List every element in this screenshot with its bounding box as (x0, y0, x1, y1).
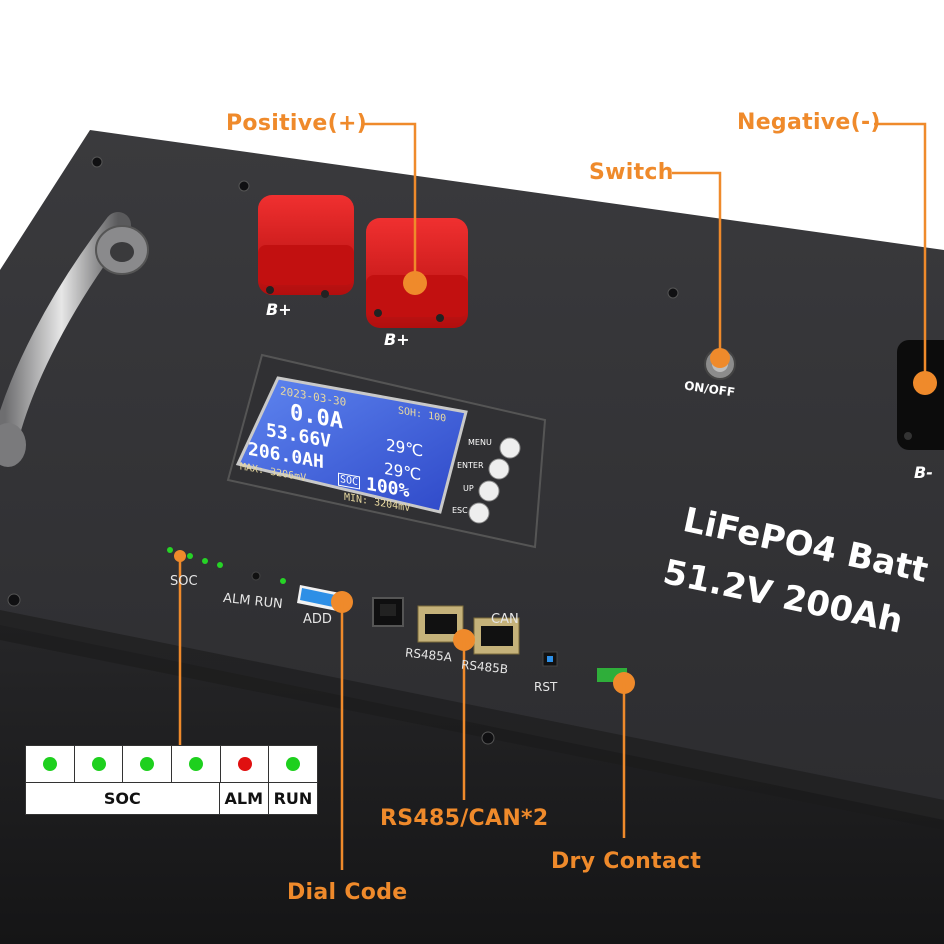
led-cell (269, 746, 317, 782)
dial-code-switch (297, 585, 353, 613)
power-switch (704, 348, 736, 380)
led-cell (172, 746, 221, 782)
led-indicator (91, 757, 106, 771)
rst-button (542, 651, 558, 667)
bplus-label-1: B+ (266, 300, 292, 319)
led-indicator (42, 757, 57, 771)
rj45-port-b (473, 617, 520, 655)
led-label-row: SOC ALM RUN (26, 783, 317, 814)
callout-dial-code: Dial Code (287, 880, 408, 905)
led-cell (123, 746, 173, 782)
lcd-temp1: 29℃ (386, 435, 424, 461)
lcd-button-up-label: UP (463, 484, 474, 493)
screws (7, 156, 679, 745)
led-row (26, 746, 317, 783)
battery-front-face (0, 625, 944, 944)
callout-rs485-can: RS485/CAN*2 (380, 806, 549, 831)
callout-lines (178, 122, 927, 870)
lcd-screen-bg (235, 376, 468, 514)
bplus-label-2: B+ (384, 330, 410, 349)
lcd-button-menu-label: MENU (468, 438, 492, 447)
panel-can-label: CAN (491, 612, 519, 627)
led-indicator (237, 757, 252, 771)
led-cell (75, 746, 124, 782)
panel-add-label: ADD (303, 612, 332, 627)
carry-handle (0, 212, 149, 467)
lcd-button-esc-label: ESC (452, 506, 468, 515)
callout-negative: Negative(-) (737, 110, 881, 135)
led-cell (221, 746, 270, 782)
positive-terminal-2 (366, 218, 468, 328)
led-label-soc: SOC (26, 783, 220, 814)
led-label-alm: ALM (220, 783, 269, 814)
led-indicator (286, 757, 301, 771)
rj11-port (372, 597, 404, 627)
led-label-run: RUN (273, 789, 313, 808)
lcd-button-enter-label: ENTER (457, 461, 484, 470)
callout-positive: Positive(+) (226, 111, 368, 136)
led-indicator (140, 757, 155, 771)
bminus-label: B- (914, 463, 933, 482)
panel-rst-label: RST (534, 680, 558, 694)
positive-terminal-1 (258, 195, 354, 298)
led-cell (26, 746, 75, 782)
callout-switch: Switch (589, 160, 674, 185)
lcd-soc-tag: SOC (338, 472, 361, 490)
panel-soc-label: SOC (170, 574, 198, 589)
lcd-buttons (468, 437, 521, 524)
negative-terminal (897, 340, 944, 450)
led-indicator (188, 757, 203, 771)
alm-led (251, 571, 261, 581)
led-legend-table: SOC ALM RUN (25, 745, 318, 815)
battery-lower-shade (0, 610, 944, 830)
callout-dry-contact: Dry Contact (551, 849, 702, 874)
